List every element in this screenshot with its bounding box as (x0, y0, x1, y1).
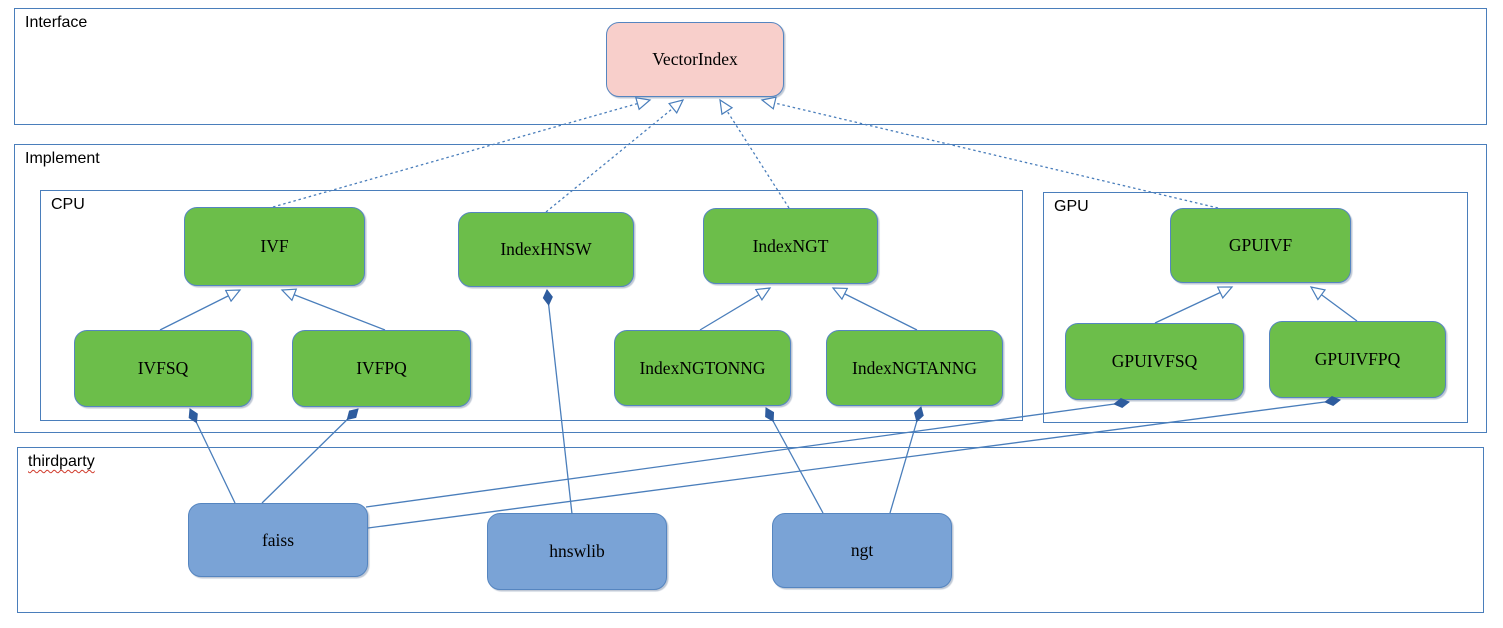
node-indexngtanng-label: IndexNGTANNG (852, 357, 977, 378)
node-ivf: IVF (184, 207, 365, 286)
node-indexhnsw: IndexHNSW (458, 212, 634, 287)
node-gpuivfpq: GPUIVFPQ (1269, 321, 1446, 398)
node-indexngt-label: IndexNGT (752, 235, 829, 256)
node-indexngtanng: IndexNGTANNG (826, 330, 1003, 406)
node-ivf-label: IVF (260, 236, 289, 256)
node-ngt-label: ngt (850, 540, 874, 560)
node-faiss: faiss (188, 503, 368, 577)
node-gpuivf-label: GPUIVF (1228, 235, 1293, 255)
section-label-cpu: CPU (51, 196, 85, 213)
node-indexngt: IndexNGT (703, 208, 878, 284)
node-ivfpq: IVFPQ (292, 330, 471, 407)
section-label-implement: Implement (25, 150, 100, 167)
node-ivfsq-label: IVFSQ (137, 358, 189, 378)
node-gpuivfsq: GPUIVFSQ (1065, 323, 1244, 400)
node-indexhnsw-label: IndexHNSW (500, 239, 592, 259)
node-gpuivfpq-label: GPUIVFPQ (1314, 349, 1401, 369)
node-vectorindex-label: VectorIndex (652, 49, 738, 69)
node-gpuivf: GPUIVF (1170, 208, 1351, 283)
section-label-interface: Interface (25, 14, 88, 31)
node-faiss-label: faiss (261, 529, 295, 550)
node-hnswlib: hnswlib (487, 513, 667, 590)
node-gpuivfsq-label: GPUIVFSQ (1111, 351, 1198, 371)
node-ngt: ngt (772, 513, 952, 588)
node-vectorindex: VectorIndex (606, 22, 784, 97)
node-ivfsq: IVFSQ (74, 330, 252, 407)
section-label-gpu: GPU (1054, 198, 1089, 215)
node-hnswlib-label: hnswlib (549, 541, 605, 561)
node-ivfpq-label: IVFPQ (356, 358, 407, 378)
section-label-thirdparty: thirdparty (28, 453, 95, 470)
node-indexngtonng-label: IndexNGTONNG (639, 357, 766, 378)
node-indexngtonng: IndexNGTONNG (614, 330, 791, 406)
